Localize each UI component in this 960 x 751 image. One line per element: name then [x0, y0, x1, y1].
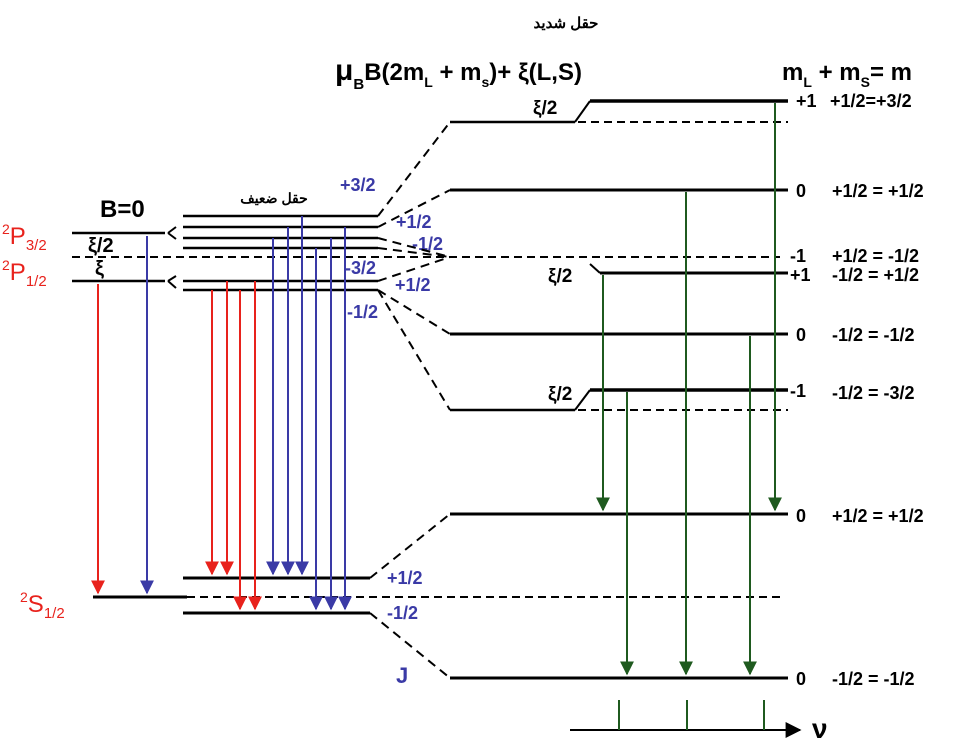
weak-field-heading: حقل ضعيف — [240, 190, 308, 206]
weak-to-strong-connectors — [369, 121, 451, 679]
mj-p-minus-1-2: -1/2 — [412, 234, 443, 254]
mj-p-minus-3-2: -3/2 — [345, 258, 376, 278]
row-7-eq: +1/2 = +1/2 — [832, 506, 924, 526]
term-s12-label: 2S1/2 — [20, 589, 65, 622]
mj-s-minus-1-2: -1/2 — [387, 603, 418, 623]
nu-label: ν — [812, 713, 828, 744]
connector-p32-weak — [167, 226, 177, 240]
term-p32-label: 2P3/2 — [2, 221, 47, 254]
b-zero-label: B=0 — [100, 196, 145, 223]
row-2-ml: 0 — [796, 181, 806, 201]
xi-p12: ξ — [95, 258, 104, 280]
svg-text:2S1/2: 2S1/2 — [20, 589, 65, 622]
m-sum-heading: mL + mS= m — [782, 59, 912, 90]
strong-energy-expression: μBB(2mL + ms)+ ξ(L,S) — [335, 54, 582, 93]
svg-text:μBB(2mL + ms)+ ξ(L,S): μBB(2mL + ms)+ ξ(L,S) — [335, 54, 582, 93]
row-8-ml: 0 — [796, 669, 806, 689]
svg-text:mL + mS= m: mL + mS= m — [782, 59, 912, 90]
strong-green-transitions — [596, 103, 782, 676]
row-1-eq: +1/2=+3/2 — [830, 91, 912, 111]
row-6-ml: -1 — [790, 381, 806, 401]
xi-half-strong-6: ξ/2 — [548, 384, 572, 405]
j-label: J — [396, 663, 408, 688]
xi-half-strong-1: ξ/2 — [533, 98, 557, 119]
mj-p-plus-1-2: +1/2 — [396, 212, 432, 232]
weak-blue-transitions — [266, 216, 352, 611]
svg-text:2P3/2: 2P3/2 — [2, 221, 47, 254]
row-8-eq: -1/2 = -1/2 — [832, 669, 915, 689]
strong-level-4-kink — [589, 263, 601, 274]
mj-p-plus-3-2: +3/2 — [340, 175, 376, 195]
connector-p12-weak — [167, 275, 177, 289]
svg-text:2P1/2: 2P1/2 — [2, 257, 47, 290]
term-p12-label: 2P1/2 — [2, 257, 47, 290]
nu-axis-ticks — [618, 700, 765, 730]
row-2-eq: +1/2 = +1/2 — [832, 181, 924, 201]
row-6-eq: -1/2 = -3/2 — [832, 383, 915, 403]
xi-half-strong-4: ξ/2 — [548, 266, 572, 287]
strong-level-6-kink — [574, 389, 591, 411]
mj-p12-minus-1-2: -1/2 — [347, 302, 378, 322]
mj-p12-plus-1-2: +1/2 — [395, 275, 431, 295]
strong-level-1-kink — [574, 100, 591, 123]
row-4-eq: -1/2 = +1/2 — [832, 265, 919, 285]
row-4-ml: +1 — [790, 265, 811, 285]
strong-field-heading: حقل شديد — [534, 15, 599, 32]
row-7-ml: 0 — [796, 506, 806, 526]
row-1-ml: +1 — [796, 91, 817, 111]
xi-half-p32: ξ/2 — [88, 235, 114, 257]
weak-red-transitions — [205, 281, 262, 611]
row-5-eq: -1/2 = -1/2 — [832, 325, 915, 345]
row-3-eq: +1/2 = -1/2 — [832, 246, 919, 266]
strong-row-labels: +1 +1/2=+3/2 0 +1/2 = +1/2 -1 +1/2 = -1/… — [790, 91, 924, 689]
mj-s-plus-1-2: +1/2 — [387, 568, 423, 588]
row-3-ml: -1 — [790, 246, 806, 266]
row-5-ml: 0 — [796, 325, 806, 345]
